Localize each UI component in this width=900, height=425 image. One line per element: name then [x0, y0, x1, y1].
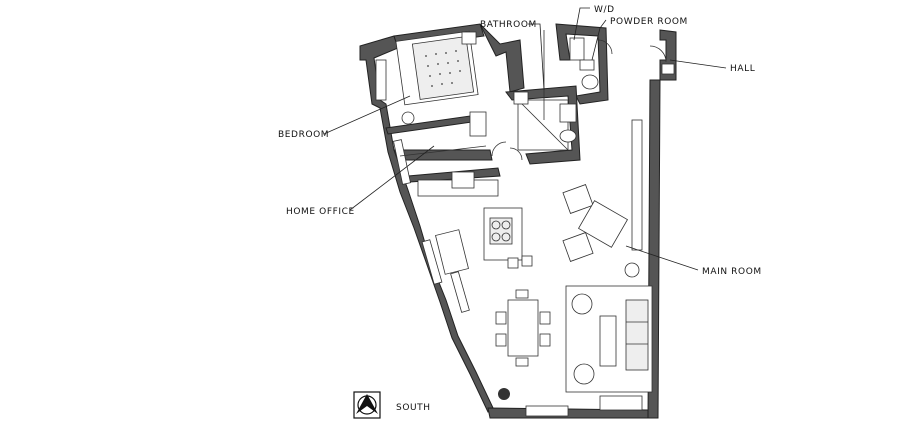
bed-dots — [425, 50, 461, 87]
floor-lamp — [624, 262, 640, 278]
room-labels: BATHROOM W/D POWDER ROOM HALL BEDROOM HO… — [278, 5, 762, 277]
nightstand — [461, 31, 477, 45]
bedroom-furniture — [395, 30, 487, 137]
outer-walls — [359, 23, 677, 419]
plant — [498, 388, 510, 400]
bathroom-toilet — [559, 129, 577, 143]
living-armchair-2 — [573, 363, 595, 385]
bed-quilt — [411, 36, 475, 100]
coffee-table — [577, 200, 629, 248]
hall — [649, 45, 675, 75]
window-main-2 — [450, 271, 470, 313]
office-chair — [451, 171, 475, 189]
stool-1 — [507, 257, 519, 269]
window-office — [393, 139, 411, 185]
label-powder-room: POWDER ROOM — [610, 17, 688, 27]
window-main-1 — [421, 239, 443, 285]
bathroom-sink — [559, 103, 577, 123]
dining-chair-4 — [539, 333, 551, 347]
washer-dryer — [569, 37, 585, 61]
window-south-1 — [525, 405, 569, 417]
office-door-swing — [491, 141, 507, 157]
dining-chair-2 — [495, 333, 507, 347]
label-bathroom: BATHROOM — [480, 20, 537, 30]
label-hall: HALL — [730, 64, 755, 74]
bathroom-door-swing — [509, 147, 523, 161]
living-armchair-1 — [571, 293, 593, 315]
label-wd: W/D — [594, 5, 615, 15]
window-south-2 — [599, 395, 643, 411]
sofa — [625, 299, 649, 371]
window-bedroom — [375, 59, 387, 101]
dining-chair-6 — [515, 357, 529, 367]
main-room-furniture — [435, 184, 653, 400]
living-coffee-table — [599, 315, 617, 367]
powder-fixtures — [569, 37, 613, 90]
dining-chair-5 — [515, 289, 529, 299]
bathroom-vanity — [513, 91, 529, 105]
lounge-chair-1 — [562, 184, 594, 214]
label-main-room: MAIN ROOM — [702, 267, 762, 277]
cooktop — [489, 217, 513, 245]
hall-closet — [661, 63, 675, 75]
label-bedroom: BEDROOM — [278, 130, 329, 140]
office-furniture — [399, 141, 507, 197]
dining-table — [507, 299, 539, 357]
bathroom-fixtures — [509, 30, 577, 161]
label-home-office: HOME OFFICE — [286, 207, 355, 217]
powder-toilet — [581, 74, 599, 90]
hall-door-swing — [649, 45, 667, 63]
powder-sink — [579, 59, 595, 71]
bedroom-dresser — [469, 111, 487, 137]
lounge-chair-2 — [562, 232, 594, 262]
windows — [375, 59, 643, 417]
compass: SOUTH — [353, 391, 431, 419]
stool-2 — [521, 255, 533, 267]
label-south: SOUTH — [396, 403, 431, 413]
dining-chair-1 — [495, 311, 507, 325]
powder-door-swing — [597, 39, 613, 55]
window-east — [631, 119, 643, 251]
kitchen-counter — [435, 229, 469, 275]
bedroom-lamp — [401, 111, 415, 125]
dining-chair-3 — [539, 311, 551, 325]
